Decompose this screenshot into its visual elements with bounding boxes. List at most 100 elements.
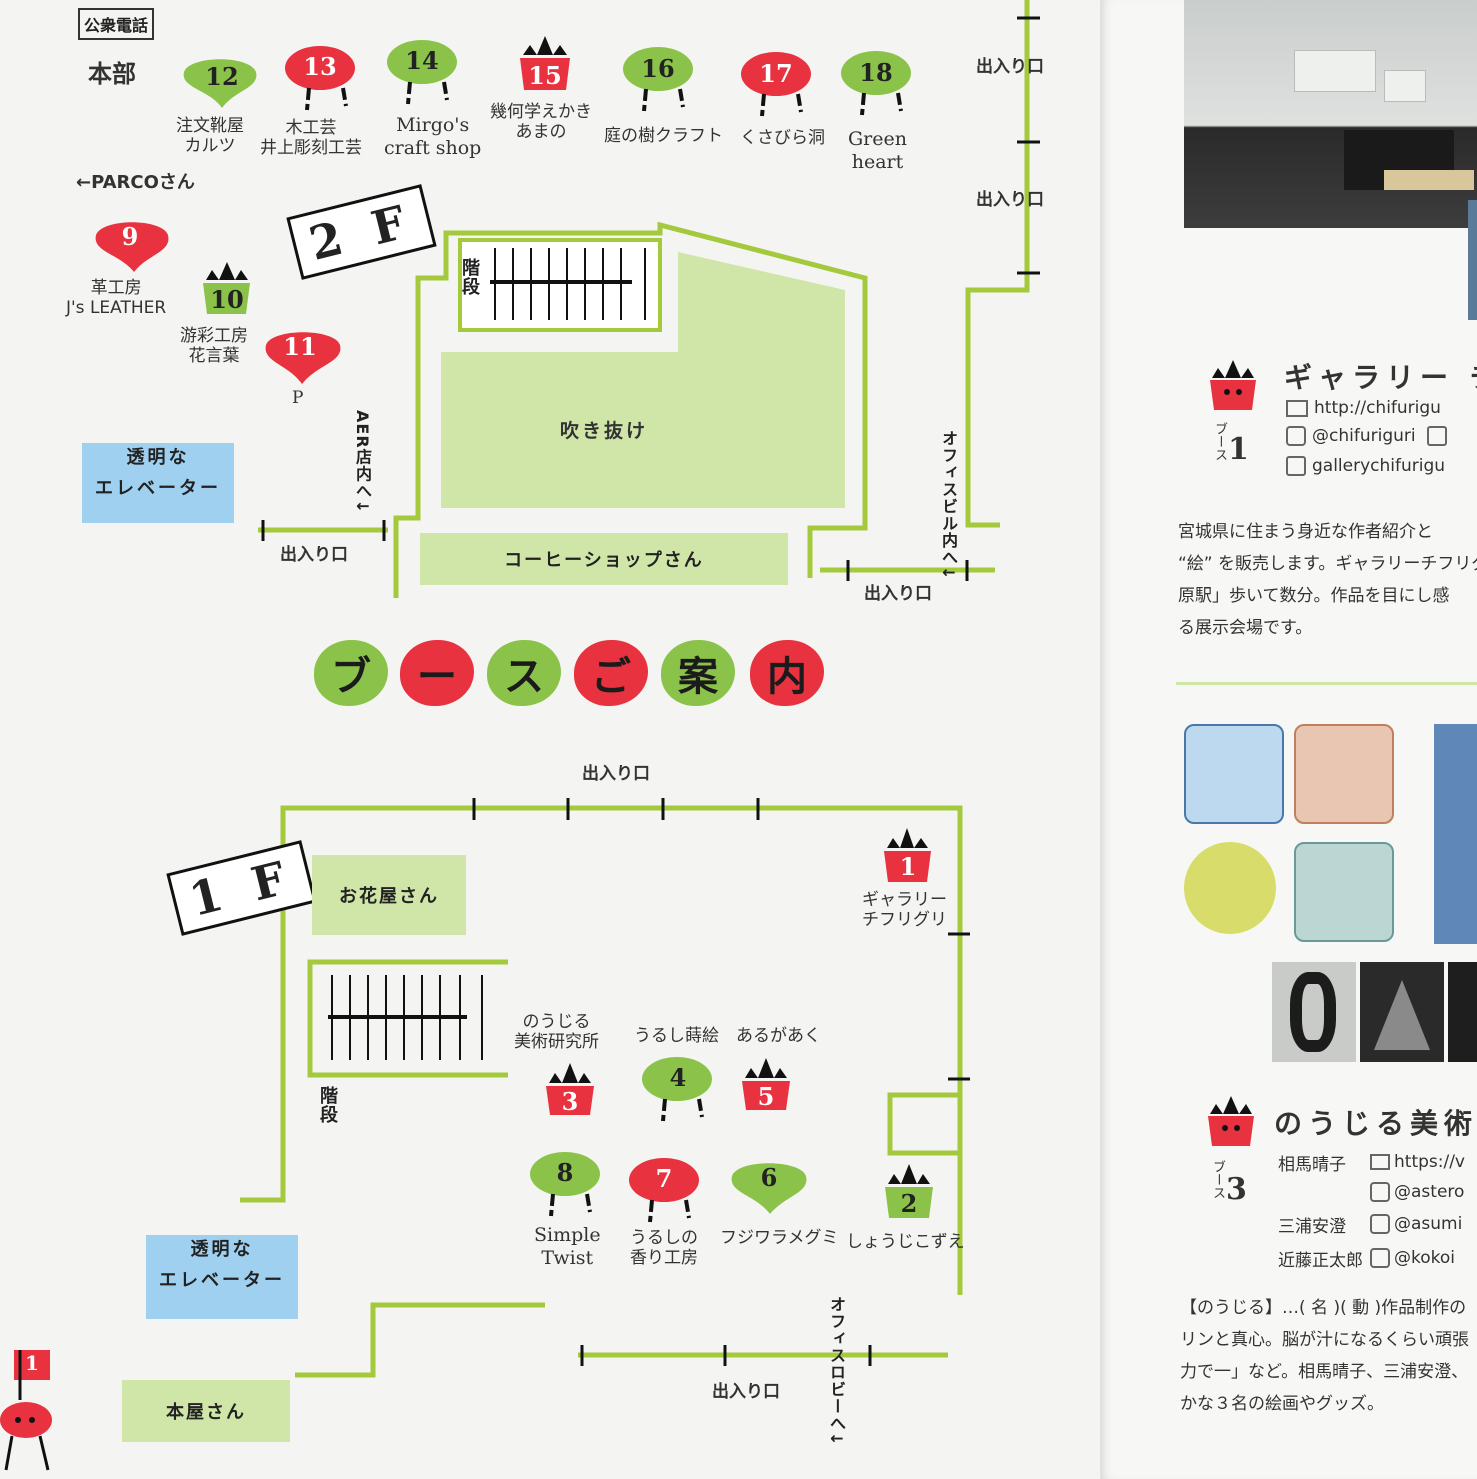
bookstore: 本屋さん <box>122 1380 290 1442</box>
booth-15-marker[interactable] <box>520 36 570 90</box>
parco-direction-label: ←PARCOさん <box>76 172 195 193</box>
entrance-2f-4: 出入り口 <box>864 584 932 604</box>
booth-12-number: 12 <box>205 62 239 91</box>
artwork-thumbnail <box>1448 962 1477 1062</box>
booth-18-name: Green heart <box>848 128 907 173</box>
booth-5-marker[interactable] <box>742 1058 790 1110</box>
booth-17-number: 17 <box>759 59 793 88</box>
booth-12-marker[interactable] <box>183 59 257 108</box>
booth-7-number: 7 <box>655 1164 673 1193</box>
booth-5-number: 5 <box>757 1082 775 1111</box>
booth-5-name: あるがあく <box>736 1026 821 1046</box>
photo-edge <box>1468 200 1477 320</box>
booth-18-number: 18 <box>859 58 893 87</box>
booth-1-title: ギャラリー チ <box>1284 361 1477 394</box>
booth-2-marker[interactable] <box>885 1164 933 1218</box>
booth-1-url-text: http://chifurigu <box>1314 398 1441 418</box>
booth-3-word: ブース <box>1210 1160 1225 1199</box>
booth-9-number: 9 <box>121 222 139 251</box>
office-lobby-direction-label: オフィスロビーへ↓ <box>827 1296 846 1447</box>
booth-14-name: Mirgo's craft shop <box>384 114 482 159</box>
booth-3-number: 3 <box>561 1087 579 1116</box>
coffee-shop: コーヒーショップさん <box>420 533 788 585</box>
booth-13-marker[interactable] <box>285 46 355 111</box>
booth-1-facebook[interactable]: gallerychifurigu <box>1286 456 1445 476</box>
coffee-shop-label: コーヒーショップさん <box>504 550 704 571</box>
member-2-instagram[interactable]: @asumi <box>1370 1214 1462 1234</box>
booth-1-number: 1 <box>899 852 917 881</box>
booth-1-word: ブース <box>1212 422 1227 461</box>
artwork-thumbnail <box>1434 724 1477 944</box>
bookstore-label: 本屋さん <box>166 1402 246 1423</box>
booth-11-marker[interactable] <box>265 332 341 384</box>
booth-3-desc-line: リンと真心。脳が汁になるくらい頑張 <box>1180 1330 1469 1350</box>
booth-15-number: 15 <box>528 61 562 90</box>
booth-8-marker[interactable] <box>530 1152 600 1217</box>
booth-1-instagram[interactable]: @chifuriguri <box>1286 426 1447 446</box>
booth-14-marker[interactable] <box>387 40 457 105</box>
booth-6-number: 6 <box>760 1163 778 1192</box>
instagram-icon <box>1370 1248 1390 1268</box>
booth-7-marker[interactable] <box>629 1158 699 1223</box>
booth-3-description: 【のうじる】…( 名 )( 動 )作品制作の リンと真心。脳が汁になるくらい頑張… <box>1180 1292 1469 1420</box>
booth-3-desc-line: 【のうじる】…( 名 )( 動 )作品制作の <box>1180 1298 1467 1318</box>
booth-9-name: 革工房 J's LEATHER <box>66 278 167 319</box>
booth-9-marker[interactable] <box>95 222 169 272</box>
booth-16-number: 16 <box>641 54 675 83</box>
elevator-2f[interactable]: 透明な エレベーター <box>82 443 234 523</box>
entrance-2f-1: 出入り口 <box>976 57 1044 77</box>
booth-1-desc-line: る展示会場です。 <box>1178 618 1313 638</box>
booth-1-url[interactable]: http://chifurigu <box>1286 398 1441 418</box>
booth-1-marker[interactable] <box>884 828 931 882</box>
booth-1-desc-line: 宮城県に住まう身近な作者紹介と <box>1178 522 1433 542</box>
booth-6-marker[interactable] <box>731 1163 807 1214</box>
member-1-name: 相馬晴子 <box>1278 1155 1346 1175</box>
booth-4-number: 4 <box>669 1063 687 1092</box>
booth-18-marker[interactable] <box>841 51 911 116</box>
title-char-1: ブ <box>314 640 388 706</box>
booth-10-marker[interactable] <box>203 262 250 314</box>
booth-16-marker[interactable] <box>623 47 693 112</box>
booth-3-desc-line: かな３名の絵画やグッズ。 <box>1180 1394 1384 1414</box>
artwork-thumbnail <box>1294 724 1394 824</box>
member-1-instagram[interactable]: @astero <box>1370 1182 1464 1202</box>
elevator-1f[interactable]: 透明な エレベーター <box>146 1235 298 1319</box>
booth-1-desc-line: “絵” を販売します。ギャラリーチフリグ <box>1178 554 1477 574</box>
title-char-6: 内 <box>750 640 824 706</box>
booth-1-facebook-text: gallerychifurigu <box>1312 456 1446 476</box>
public-phone-label: 公衆電話 <box>78 8 155 40</box>
member-1-url-text: https://v <box>1394 1152 1465 1172</box>
stairs-2f-label: 階段 <box>459 258 480 296</box>
headquarters-label: 本部 <box>88 60 136 88</box>
booth-4-marker[interactable] <box>642 1057 712 1122</box>
booth-3-name: のうじる 美術研究所 <box>514 1012 599 1053</box>
booth-17-marker[interactable] <box>741 52 811 117</box>
member-3-instagram-text: @kokoi <box>1394 1248 1456 1268</box>
booth-3-marker[interactable] <box>546 1063 594 1115</box>
artwork-thumbnail <box>1272 962 1356 1062</box>
booth-8-number: 8 <box>556 1158 574 1187</box>
booth-1-big-number: 1 <box>1228 432 1249 467</box>
right-page <box>1100 0 1477 1479</box>
booth-16-name: 庭の樹クラフト <box>604 126 723 146</box>
mascot-icon <box>0 1350 52 1471</box>
booth-12-name: 注文靴屋 カルツ <box>176 116 244 157</box>
booth-1-instagram-text: @chifuriguri <box>1312 426 1416 446</box>
member-3-instagram[interactable]: @kokoi <box>1370 1248 1455 1268</box>
office-direction-label: オフィスビル内へ↓ <box>939 430 958 581</box>
map-lines <box>0 0 1040 1471</box>
instagram-icon <box>1286 426 1306 446</box>
monitor-icon <box>1286 399 1308 417</box>
booth-1-crown-icon <box>1210 360 1256 410</box>
entrance-2f-2: 出入り口 <box>976 190 1044 210</box>
artwork-thumbnail <box>1360 962 1444 1062</box>
member-1-instagram-text: @astero <box>1394 1182 1465 1202</box>
booth-8-name: Simple Twist <box>534 1224 601 1269</box>
booth-14-number: 14 <box>405 46 439 75</box>
title-char-3: ス <box>487 640 561 706</box>
artwork-thumbnail <box>1294 842 1394 942</box>
member-1-link[interactable]: https://v <box>1370 1152 1465 1172</box>
booth-1-desc-line: 原駅」歩いて数分。作品を目にし感 <box>1178 586 1450 606</box>
twitter-icon <box>1427 426 1447 446</box>
